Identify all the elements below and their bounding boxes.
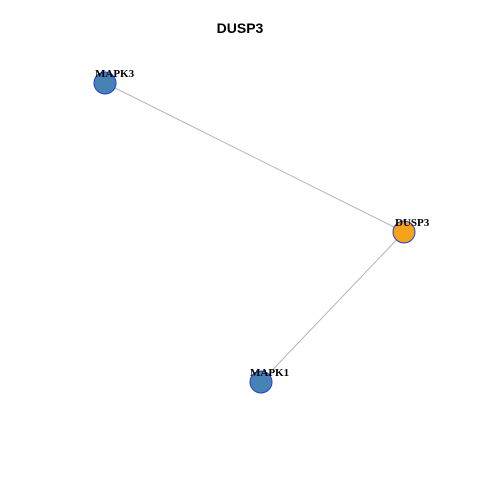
node-mapk3[interactable]: MAPK3 [93, 68, 135, 95]
edge-dusp3-mapk1 [260, 231, 405, 383]
edge-layer [104, 82, 405, 383]
node-dusp3-label: DUSP3 [395, 217, 430, 229]
node-mapk1-circle[interactable] [249, 370, 273, 394]
graph-title: DUSP3 [216, 20, 264, 36]
node-layer: MAPK3 DUSP3 MAPK1 [93, 68, 430, 394]
node-mapk1-label: MAPK1 [250, 367, 289, 379]
node-dusp3[interactable]: DUSP3 [392, 217, 430, 244]
edge-mapk3-dusp3 [104, 82, 405, 233]
node-dusp3-circle[interactable] [392, 220, 416, 244]
node-mapk3-circle[interactable] [93, 71, 117, 95]
node-mapk3-label: MAPK3 [95, 68, 135, 80]
node-mapk1[interactable]: MAPK1 [249, 367, 289, 394]
